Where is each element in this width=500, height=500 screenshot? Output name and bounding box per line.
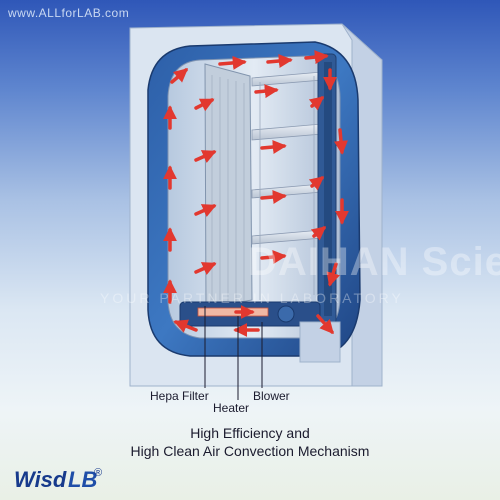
airflow-arrow [316, 314, 334, 335]
airflow-arrow [170, 68, 189, 84]
airflow-arrow [194, 150, 217, 163]
airflow-arrow [310, 226, 327, 241]
airflow-arrow [194, 204, 217, 217]
airflow-arrow [266, 54, 293, 68]
brand-mark: LB [68, 467, 98, 492]
brand-logo: Wisd [14, 467, 67, 492]
hepa-filter-label: Hepa Filter [150, 389, 209, 403]
blower-label: Blower [253, 389, 290, 403]
perforated-panel [204, 63, 253, 309]
airflow-arrow [254, 84, 279, 99]
registered-mark: ® [94, 467, 103, 479]
right-duct [317, 53, 337, 325]
shelves [251, 71, 323, 300]
site-url: www.ALLforLAB.com [8, 6, 130, 20]
callout-lines [204, 306, 263, 400]
airflow-arrow [194, 262, 217, 275]
caption-line-1: High Efficiency and [190, 425, 310, 441]
airflow-arrow [334, 128, 348, 155]
airflow-arrow [304, 50, 329, 65]
airflow-arrow [308, 176, 325, 191]
airflow-arrow [308, 96, 325, 111]
caption-line-2: High Clean Air Convection Mechanism [130, 443, 370, 459]
airflow-arrow [326, 262, 340, 287]
airflow-arrow [194, 98, 215, 112]
airflow-arrow [260, 140, 287, 154]
airflow-arrow [218, 55, 247, 70]
airflow-arrow [173, 319, 198, 333]
airflow-arrow [260, 250, 287, 264]
airflow-arrow [260, 190, 287, 204]
heater-label: Heater [213, 401, 250, 415]
airflow-arrows [163, 50, 349, 337]
